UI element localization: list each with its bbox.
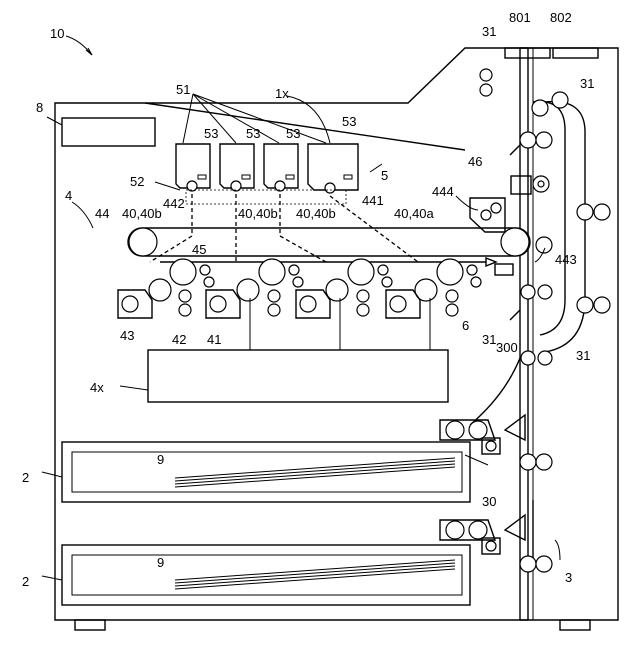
label-drum: 41 (207, 332, 221, 347)
label-toner-group: 51 (176, 82, 190, 97)
label-apparatus: 10 (50, 26, 64, 41)
label-station-b3: 40,40b (296, 206, 336, 221)
label-belt: 441 (362, 193, 384, 208)
label-belt-roller: 44 (95, 206, 109, 221)
label-station-b2: 40,40b (238, 206, 278, 221)
label-supply-pipe: 52 (130, 174, 144, 189)
label-feeder: 30 (482, 494, 496, 509)
label-toner-unit: 5 (381, 168, 388, 183)
label-cleaner: 444 (432, 184, 454, 199)
label-sensor: 6 (462, 318, 469, 333)
toner-hoppers (176, 144, 358, 204)
label-primary-transfer: 45 (192, 242, 206, 257)
label-roller-31-right: 31 (580, 76, 594, 91)
label-paper-path: 300 (496, 340, 518, 355)
label-toner-2: 53 (246, 126, 260, 141)
label-charger: 42 (172, 332, 186, 347)
label-drive-roller: 443 (555, 252, 577, 267)
label-tension-roller: 442 (163, 196, 185, 211)
label-roller-31-low: 31 (576, 348, 590, 363)
label-fixing: 46 (468, 154, 482, 169)
label-output-tray-1: 801 (509, 10, 531, 25)
label-sheet-1: 9 (157, 452, 164, 467)
label-toner-3: 53 (286, 126, 300, 141)
label-cassette-2: 2 (22, 574, 29, 589)
label-sheet-2: 9 (157, 555, 164, 570)
image-stations (118, 259, 513, 318)
label-toner-1: 53 (204, 126, 218, 141)
label-toner-4: 53 (342, 114, 356, 129)
label-roller-31-top: 31 (482, 24, 496, 39)
label-output-tray-2: 802 (550, 10, 572, 25)
label-cover: 8 (36, 100, 43, 115)
label-image-forming: 4 (65, 188, 72, 203)
cassettes (62, 442, 470, 605)
laser-scanner (148, 350, 448, 402)
label-manual-feed: 3 (565, 570, 572, 585)
label-laser: 4x (90, 380, 104, 395)
label-station-left: 40,40b (122, 206, 162, 221)
label-hopper: 1x (275, 86, 289, 101)
label-cassette-1: 2 (22, 470, 29, 485)
label-station-a: 40,40a (394, 206, 435, 221)
label-roller-31-mid: 31 (482, 332, 496, 347)
cover-panel (62, 118, 155, 146)
label-developer: 43 (120, 328, 134, 343)
